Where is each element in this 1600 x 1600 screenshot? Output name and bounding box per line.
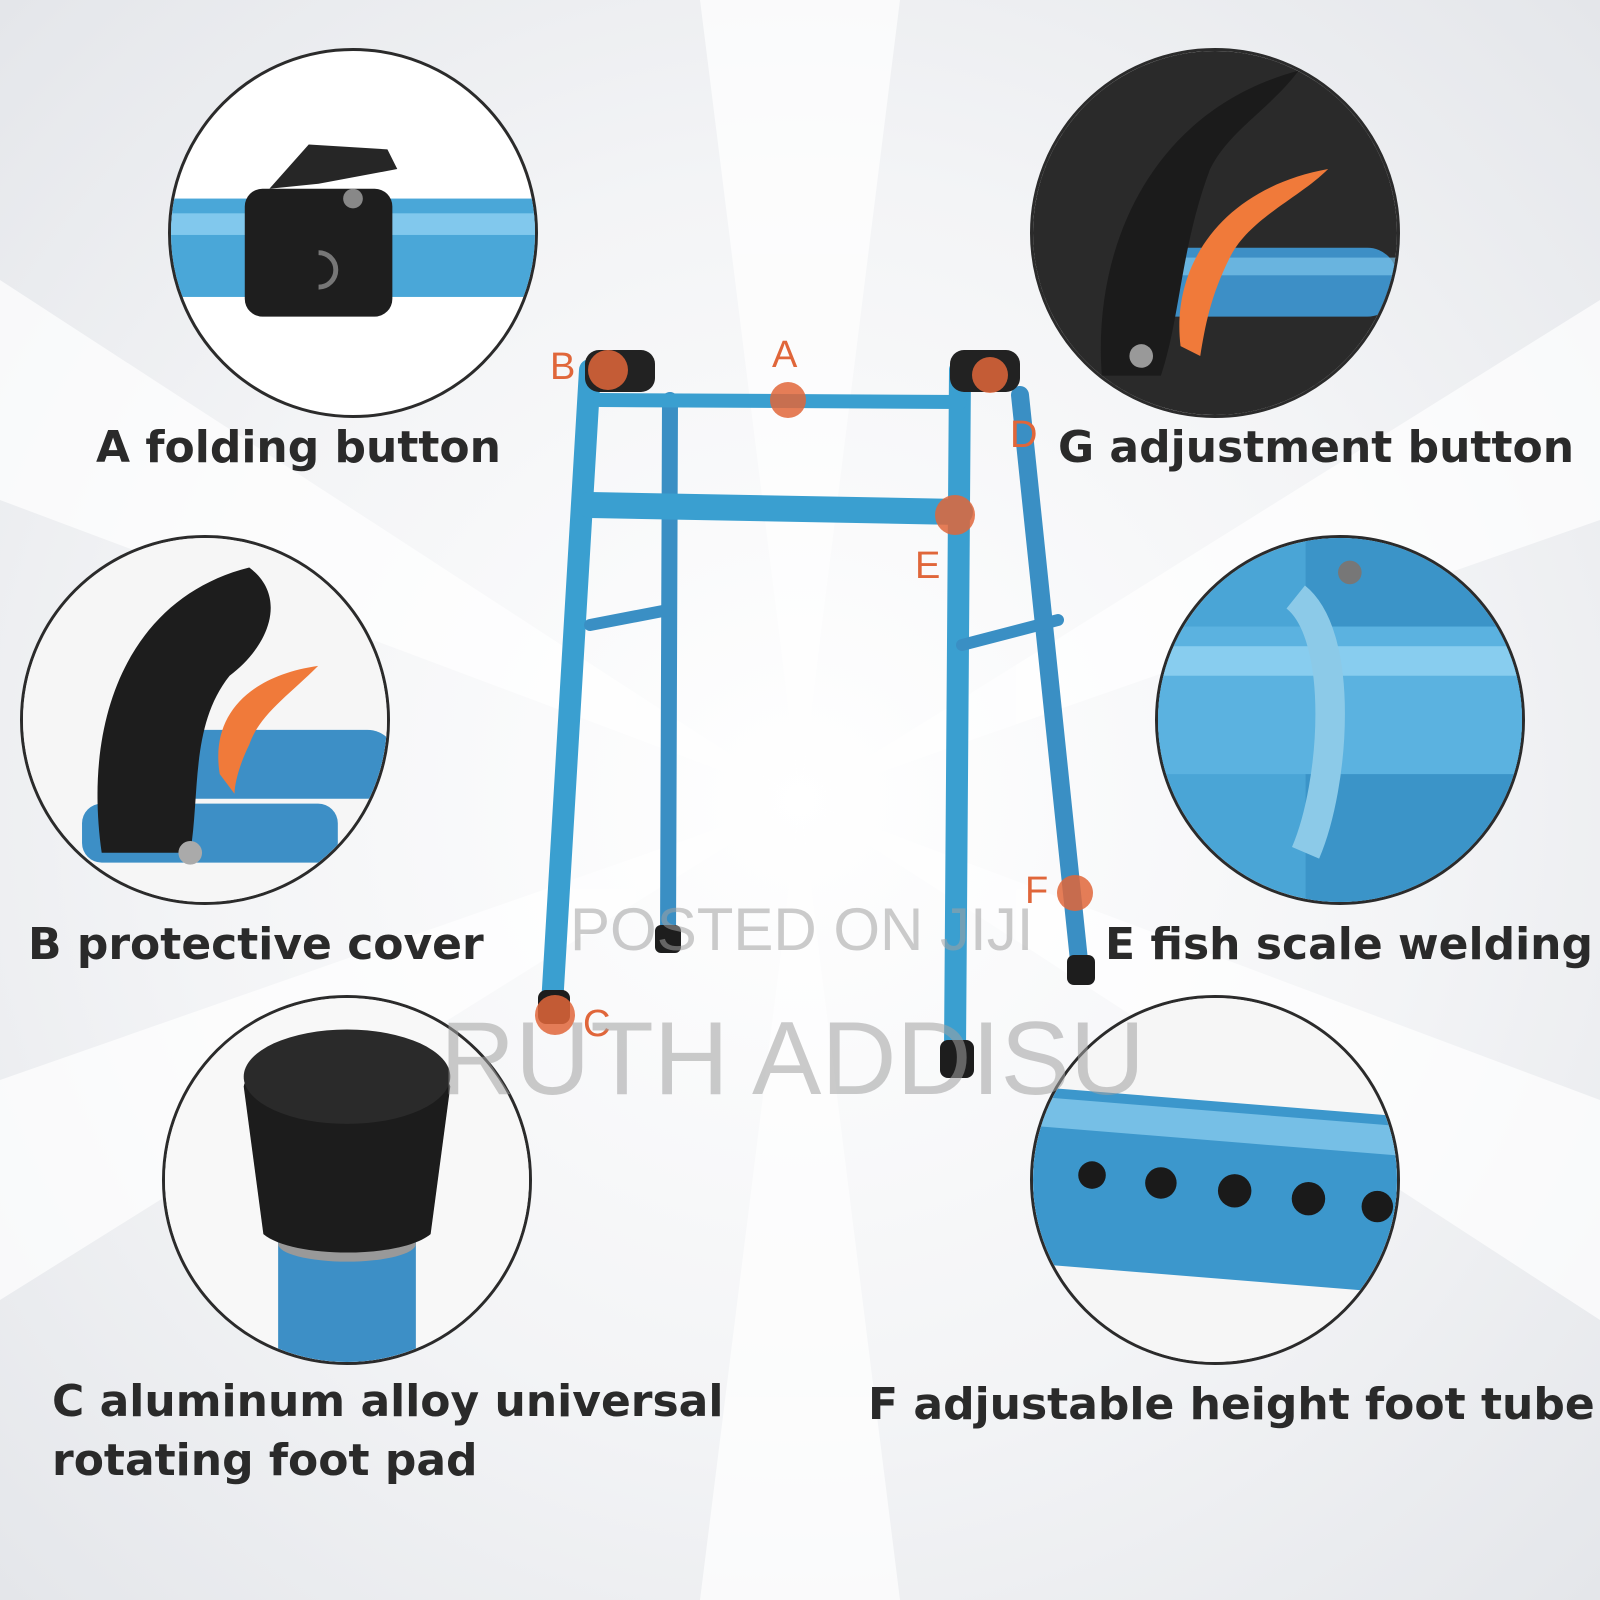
marker-letter-a: A <box>772 334 798 376</box>
front-left-leg <box>541 359 601 1016</box>
folding-button-illustration <box>171 144 535 317</box>
detail-circle-fish-scale-welding <box>1155 535 1525 905</box>
middle-bar <box>577 492 973 525</box>
marker-letter-b: B <box>550 346 576 388</box>
detail-circle-height-foot-tube <box>1030 995 1400 1365</box>
protective-cover-illustration <box>23 538 387 902</box>
height-foot-tube-illustration <box>1033 998 1397 1362</box>
caption-protective-cover: B protective cover <box>28 919 484 970</box>
front-right-leg <box>944 359 971 1061</box>
marker-letter-d: D <box>1010 414 1038 456</box>
marker-letter-f: F <box>1025 870 1049 912</box>
detail-circle-foot-pad <box>162 995 532 1365</box>
marker-letter-c: C <box>583 1003 611 1045</box>
marker-dot-f <box>1057 875 1093 911</box>
watermark-seller-name: RUTH ADDISU <box>440 1001 1145 1117</box>
foot-pad-illustration <box>165 998 529 1362</box>
caption-foot-pad: C aluminum alloy universal rotating foot… <box>52 1372 723 1491</box>
marker-dot-e <box>935 495 975 535</box>
detail-circle-folding-button <box>168 48 538 418</box>
watermark-posted-on: POSTED ON JIJI <box>570 896 1034 963</box>
caption-foot-pad-line1: C aluminum alloy universal <box>52 1376 724 1427</box>
caption-adjustment-button: G adjustment button <box>1058 422 1575 473</box>
caption-foot-pad-line2: rotating foot pad <box>52 1435 478 1487</box>
rear-right-leg <box>1011 386 1089 979</box>
marker-letter-e: E <box>915 545 941 587</box>
marker-dot-d <box>972 357 1008 393</box>
marker-dot-c <box>535 995 575 1035</box>
marker-dot-a <box>770 382 806 418</box>
detail-circle-protective-cover <box>20 535 390 905</box>
fish-scale-welding-illustration <box>1158 538 1522 902</box>
rear-left-leg <box>660 392 678 948</box>
marker-dot-b <box>588 350 628 390</box>
adjustment-button-illustration <box>1033 51 1397 415</box>
caption-folding-button: A folding button <box>96 422 501 473</box>
caption-height-foot-tube: F adjustable height foot tube <box>868 1379 1595 1430</box>
detail-circle-adjustment-button <box>1030 48 1400 418</box>
caption-fish-scale-welding: E fish scale welding <box>1105 919 1593 970</box>
